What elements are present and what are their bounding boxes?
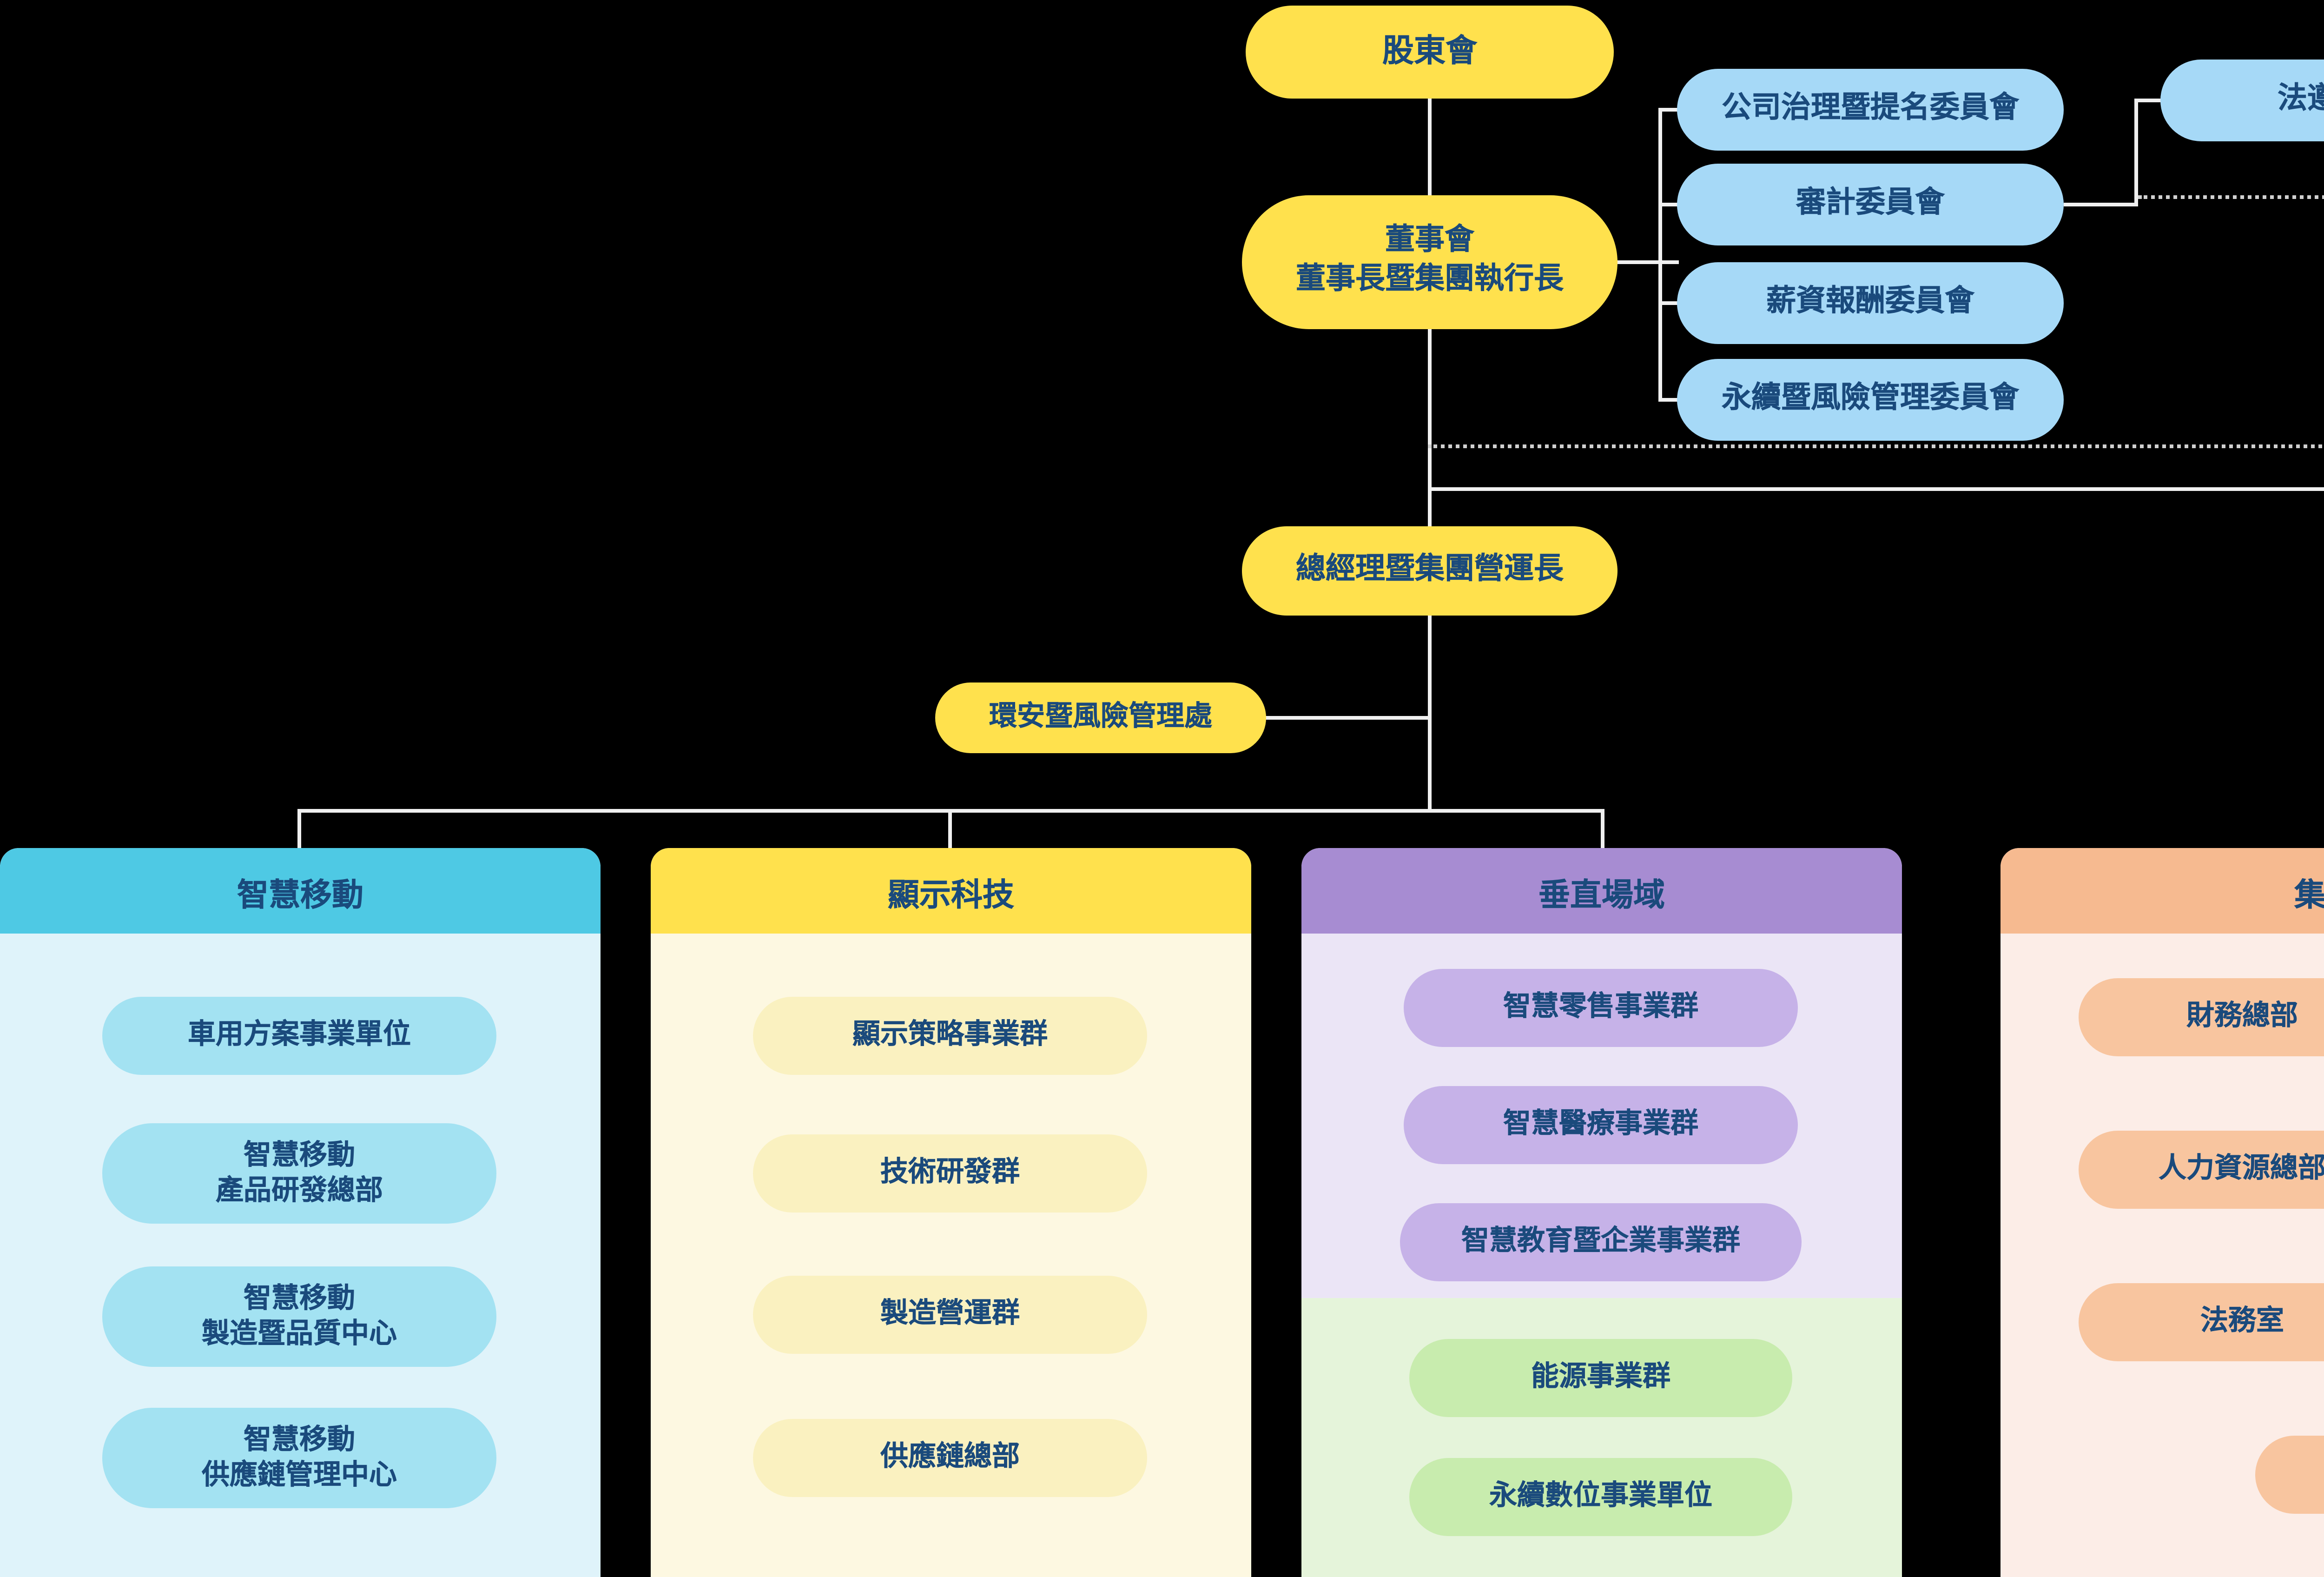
node-president-coo-label: 總經理暨集團營運長 [1295,553,1564,585]
connector-drop-smart-mobility [297,809,301,850]
org-unit-legal-office: 法務室 [2079,1283,2324,1361]
node-compliance-counsel: 法遵總顧問 [2160,60,2324,141]
org-unit-label: 法務室 [2200,1306,2284,1338]
org-unit-label: 智慧醫療事業群 [1503,1109,1698,1140]
division-smart-mobility-header: 智慧移動 [0,848,601,934]
node-board-label-line2: 董事長暨集團執行長 [1295,264,1564,296]
node-committee-compensation: 薪資報酬委員會 [1677,262,2064,344]
division-display-tech-header: 顯示科技 [651,848,1251,934]
connector-committee2-stub [1658,203,1681,206]
org-unit-label: 製造暨品質中心 [201,1319,397,1350]
org-unit-supply-chain-hq: 供應鏈總部 [753,1419,1147,1497]
node-shareholders-label: 股東會 [1382,33,1477,69]
org-unit-hr-hq: 人力資源總部 [2079,1131,2324,1209]
org-unit-sustainable-digital: 永續數位事業單位 [1409,1458,1792,1536]
division-vertical-domains: 垂直場域 智慧零售事業群 智慧醫療事業群 智慧教育暨企業事業群 能源事業群 永續… [1301,848,1902,1577]
node-committee-sustainability-risk: 永續暨風險管理委員會 [1677,359,2064,441]
org-unit-smart-education-enterprise: 智慧教育暨企業事業群 [1400,1203,1802,1281]
org-unit-label: 技術研發群 [880,1157,1020,1189]
node-committee-audit: 審計委員會 [1677,164,2064,245]
connector-group-support-h [1428,487,2324,491]
division-title: 集團營運支援單位 [2294,877,2324,912]
node-compliance-counsel-label: 法遵總顧問 [2277,83,2324,115]
connector-committee3-stub [1658,301,1681,305]
connector-audit-compliance-top [2134,99,2164,102]
org-unit-technology-rd: 技術研發群 [753,1134,1147,1213]
node-shareholders: 股東會 [1246,6,1614,99]
org-unit-label: 車用方案事業單位 [187,1020,411,1051]
division-group-support: 集團營運支援單位 財務總部 數位技術發展總部 人力資源總部 永續發展總部 法務室… [2000,848,2324,1577]
dotted-compliance-to-ceo-line [1428,444,2324,448]
org-unit-finance-hq: 財務總部 [2079,978,2324,1056]
org-unit-label: 財務總部 [2186,1001,2298,1033]
org-unit-smart-medical: 智慧醫療事業群 [1404,1086,1798,1164]
org-unit-label: 智慧移動 [243,1424,355,1455]
committee-label: 審計委員會 [1796,187,1945,219]
connector-board-committees-stem [1616,260,1679,264]
connector-committee4-stub [1658,398,1681,402]
org-unit-internal-audit: 稽核管理處 [2255,1436,2324,1514]
org-unit-label: 產品研發總部 [215,1175,383,1207]
division-smart-mobility: 智慧移動 車用方案事業單位 智慧移動 產品研發總部 智慧移動 製造暨品質中心 智… [0,848,601,1577]
node-esh-risk-division: 環安暨風險管理處 [935,682,1266,753]
committee-label: 薪資報酬委員會 [1766,285,1974,318]
connector-drop-vertical-domains [1601,809,1604,850]
org-unit-label: 人力資源總部 [2158,1153,2324,1185]
connector-committees-spine [1658,108,1662,402]
division-title: 垂直場域 [1538,877,1665,912]
org-unit-manufacturing-ops: 製造營運群 [753,1276,1147,1354]
org-unit-label: 供應鏈總部 [880,1442,1020,1473]
org-unit-label: 智慧零售事業群 [1503,992,1698,1023]
org-unit-label: 智慧移動 [243,1139,355,1171]
org-unit-energy: 能源事業群 [1409,1339,1792,1417]
connector-audit-compliance-h [2064,203,2138,206]
connector-shareholders-board [1428,99,1432,199]
node-board: 董事會 董事長暨集團執行長 [1242,195,1618,329]
node-committee-governance-nomination: 公司治理暨提名委員會 [1677,69,2064,151]
node-president-coo: 總經理暨集團營運長 [1242,526,1618,616]
division-group-support-header: 集團營運支援單位 [2000,848,2324,934]
org-unit-sm-supply-chain: 智慧移動 供應鏈管理中心 [102,1408,496,1508]
connector-drop-display-tech [948,809,952,850]
org-unit-sm-mfg-quality: 智慧移動 製造暨品質中心 [102,1266,496,1367]
connector-esh-stem [1262,716,1430,720]
node-esh-risk-division-label: 環安暨風險管理處 [989,702,1212,733]
committee-label: 永續暨風險管理委員會 [1721,382,2019,414]
division-title: 顯示科技 [888,877,1014,912]
org-unit-label: 顯示策略事業群 [852,1020,1048,1051]
org-unit-label: 製造營運群 [880,1299,1020,1330]
dotted-audit-right-edge [2138,195,2324,199]
org-unit-label: 智慧移動 [243,1282,355,1314]
committee-label: 公司治理暨提名委員會 [1721,92,2019,124]
connector-committee1-stub [1658,108,1681,112]
org-unit-label: 永續數位事業單位 [1489,1481,1712,1512]
org-unit-label: 能源事業群 [1531,1362,1670,1393]
org-unit-automotive-solutions: 車用方案事業單位 [102,997,496,1075]
division-vertical-domains-header: 垂直場域 [1301,848,1902,934]
org-unit-label: 智慧教育暨企業事業群 [1461,1226,1740,1258]
division-display-tech: 顯示科技 顯示策略事業群 技術研發群 製造營運群 供應鏈總部 [651,848,1251,1577]
org-unit-sm-product-rd: 智慧移動 產品研發總部 [102,1123,496,1224]
connector-audit-compliance-v [2134,99,2138,206]
node-board-label-line1: 董事會 [1385,225,1474,257]
org-unit-label: 供應鏈管理中心 [201,1460,397,1491]
org-unit-display-strategy: 顯示策略事業群 [753,997,1147,1075]
division-title: 智慧移動 [237,877,363,912]
org-unit-smart-retail: 智慧零售事業群 [1404,969,1798,1047]
